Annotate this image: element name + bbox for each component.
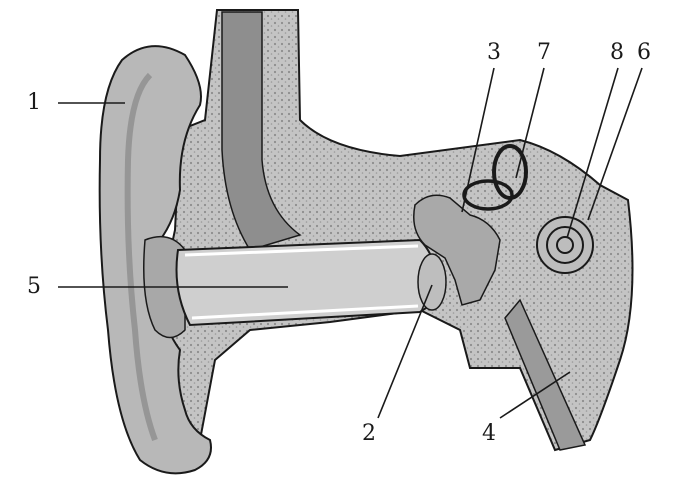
ossicles (413, 194, 501, 306)
leader-7 (515, 67, 545, 179)
label-6: 6 (637, 40, 651, 65)
leader-8 (566, 67, 619, 239)
leader-6 (587, 67, 643, 221)
label-4: 4 (482, 421, 496, 446)
eardrum (417, 253, 447, 311)
leader-lines (58, 67, 643, 419)
cochlea-inner (556, 236, 574, 254)
label-5: 5 (27, 274, 41, 299)
leader-3 (461, 67, 495, 213)
cochlea-mid (546, 226, 584, 264)
label-7: 7 (537, 40, 551, 65)
label-1: 1 (27, 90, 41, 115)
label-8: 8 (610, 40, 624, 65)
leader-2 (377, 284, 433, 419)
label-3: 3 (487, 40, 501, 65)
eustachian-tube (504, 298, 587, 451)
auricle-fold (124, 72, 158, 442)
label-2: 2 (362, 421, 376, 446)
semicircular-canal-b (462, 179, 514, 211)
cochlea-outer (536, 216, 594, 274)
leader-4 (499, 371, 571, 419)
temporal-bone (148, 9, 634, 471)
canal-inner-line (184, 244, 419, 320)
muscle-band (221, 11, 302, 251)
